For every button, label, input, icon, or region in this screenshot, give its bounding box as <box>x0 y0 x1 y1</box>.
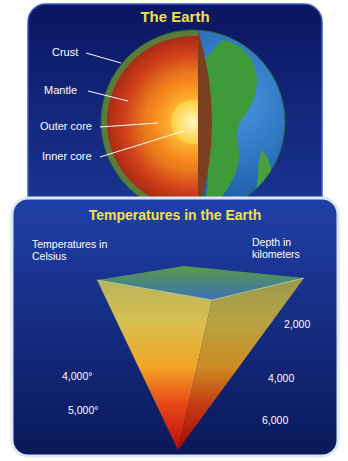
globe <box>101 30 198 214</box>
leader-line <box>86 53 184 157</box>
temperature-value: 4,000° <box>62 370 92 382</box>
depth-value: 6,000 <box>262 414 288 426</box>
temperature-value: 5,000° <box>68 404 98 416</box>
globe <box>101 30 198 214</box>
part-name: Mantle <box>44 84 77 97</box>
earth-wedge <box>97 266 304 450</box>
part-name: Inner core <box>42 150 92 163</box>
earth-wedge <box>178 278 304 450</box>
earth-panel: The Earth <box>28 6 322 29</box>
globe <box>101 30 285 214</box>
leader-line <box>100 123 158 127</box>
globe-outline <box>101 30 285 214</box>
globe <box>171 100 198 144</box>
earth-wedge <box>178 278 304 450</box>
panel-title: The Earth <box>140 8 209 25</box>
depth-value: 2,000 <box>284 318 310 330</box>
axis-title: Depth in kilometers <box>252 236 328 260</box>
temperature-panel <box>12 198 338 456</box>
earth-wedge <box>97 278 304 300</box>
depth-value: 4,000 <box>268 372 294 384</box>
leader-line <box>88 91 128 101</box>
earth-wedge <box>97 266 304 300</box>
globe <box>107 36 198 208</box>
part-name: Outer core <box>40 120 92 133</box>
panel-title: Temperatures in the Earth <box>89 207 261 223</box>
globe <box>198 30 212 214</box>
leader-line <box>100 131 184 157</box>
globe <box>147 76 198 168</box>
axis-title: Temperatures in Celsius <box>32 238 116 262</box>
globe <box>101 30 285 214</box>
part-name: Crust <box>52 46 78 59</box>
temperature-panel: Temperatures in the Earth <box>12 204 338 226</box>
leader-line <box>86 53 121 63</box>
